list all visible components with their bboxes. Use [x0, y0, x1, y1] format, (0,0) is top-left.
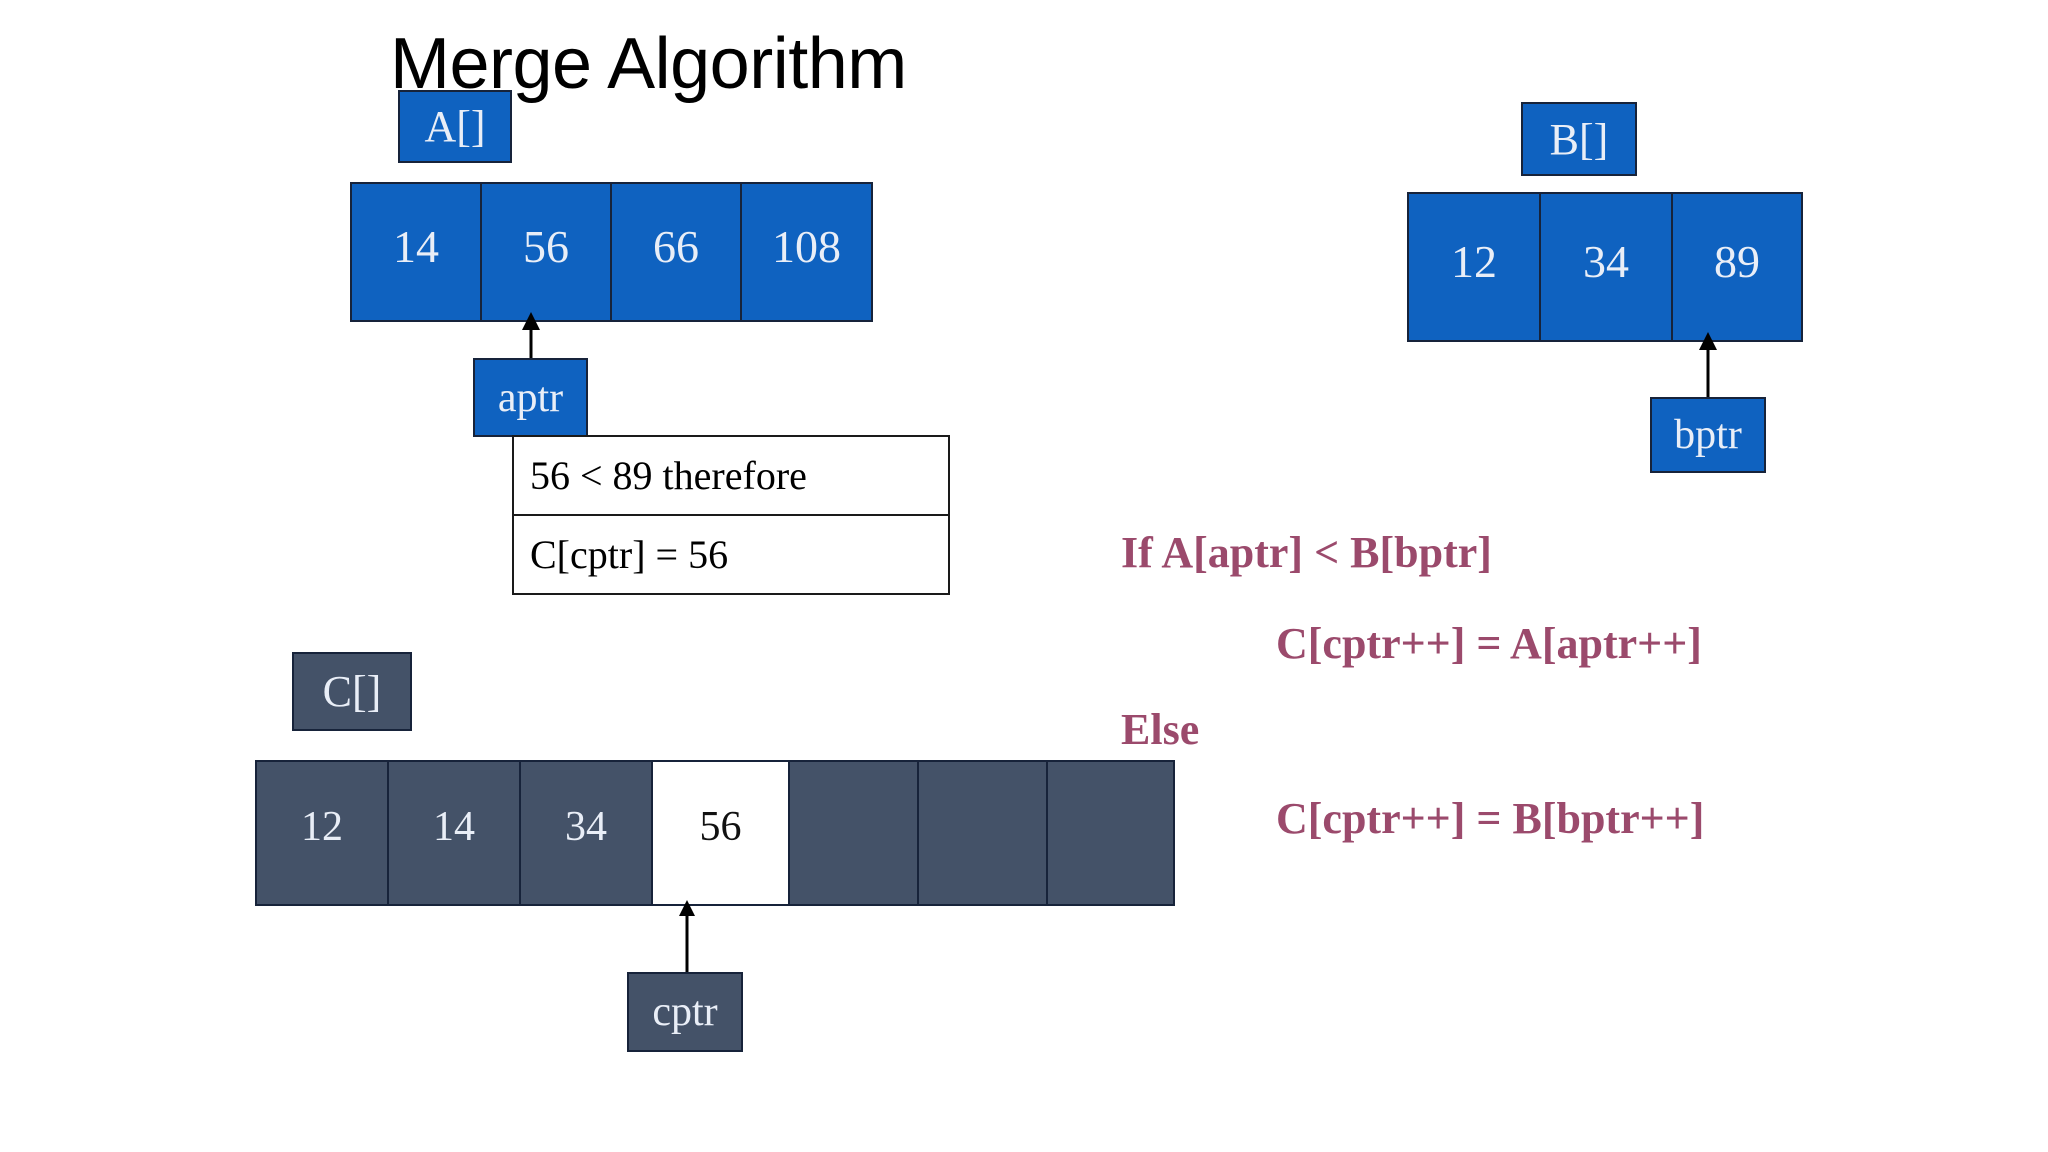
array-c-label-text: C[] [322, 667, 382, 716]
array-c-cell-2[interactable]: 34 [521, 762, 653, 904]
cptr-label: cptr [652, 989, 718, 1035]
aptr-label: aptr [497, 374, 564, 421]
bptr-box[interactable]: bptr [1650, 397, 1766, 473]
array-c-cell-6[interactable] [1048, 762, 1173, 904]
array-a: 14 56 66 108 [350, 182, 873, 322]
array-b-cell-2[interactable]: 89 [1673, 194, 1801, 340]
bptr-arrow-icon [1699, 332, 1717, 402]
page-title: Merge Algorithm [390, 24, 907, 104]
cptr-box[interactable]: cptr [627, 972, 743, 1052]
array-c-cell-5[interactable] [919, 762, 1048, 904]
array-c-cell-3[interactable]: 56 [653, 762, 790, 904]
array-b: 12 34 89 [1407, 192, 1803, 342]
pseudocode-line-else: Else [1121, 705, 1200, 754]
note-table: 56 < 89 therefore C[cptr] = 56 [512, 435, 950, 595]
pseudocode-line-if: If A[aptr] < B[bptr] [1121, 528, 1492, 577]
bptr-label: bptr [1674, 412, 1742, 458]
array-a-cell-1[interactable]: 56 [482, 184, 612, 320]
array-a-cell-3[interactable]: 108 [742, 184, 871, 320]
array-c-cell-4[interactable] [790, 762, 919, 904]
array-a-label: A[] [398, 90, 512, 163]
array-b-label-text: B[] [1549, 114, 1609, 164]
array-a-cell-2[interactable]: 66 [612, 184, 742, 320]
array-c-cell-1[interactable]: 14 [389, 762, 521, 904]
array-b-label: B[] [1521, 102, 1637, 176]
pseudocode-line-else-body: C[cptr++] = B[bptr++] [1276, 794, 1705, 843]
note-line-1: 56 < 89 therefore [514, 437, 948, 516]
aptr-box[interactable]: aptr [473, 358, 588, 437]
cptr-arrow-icon [679, 900, 695, 972]
array-b-cell-1[interactable]: 34 [1541, 194, 1673, 340]
array-c-label: C[] [292, 652, 412, 731]
array-a-label-text: A[] [424, 102, 486, 151]
array-b-cell-0[interactable]: 12 [1409, 194, 1541, 340]
array-c-cell-0[interactable]: 12 [257, 762, 389, 904]
array-c: 12 14 34 56 [255, 760, 1175, 906]
note-line-2: C[cptr] = 56 [530, 532, 729, 577]
array-a-cell-0[interactable]: 14 [352, 184, 482, 320]
pseudocode-line-then: C[cptr++] = A[aptr++] [1276, 619, 1702, 668]
